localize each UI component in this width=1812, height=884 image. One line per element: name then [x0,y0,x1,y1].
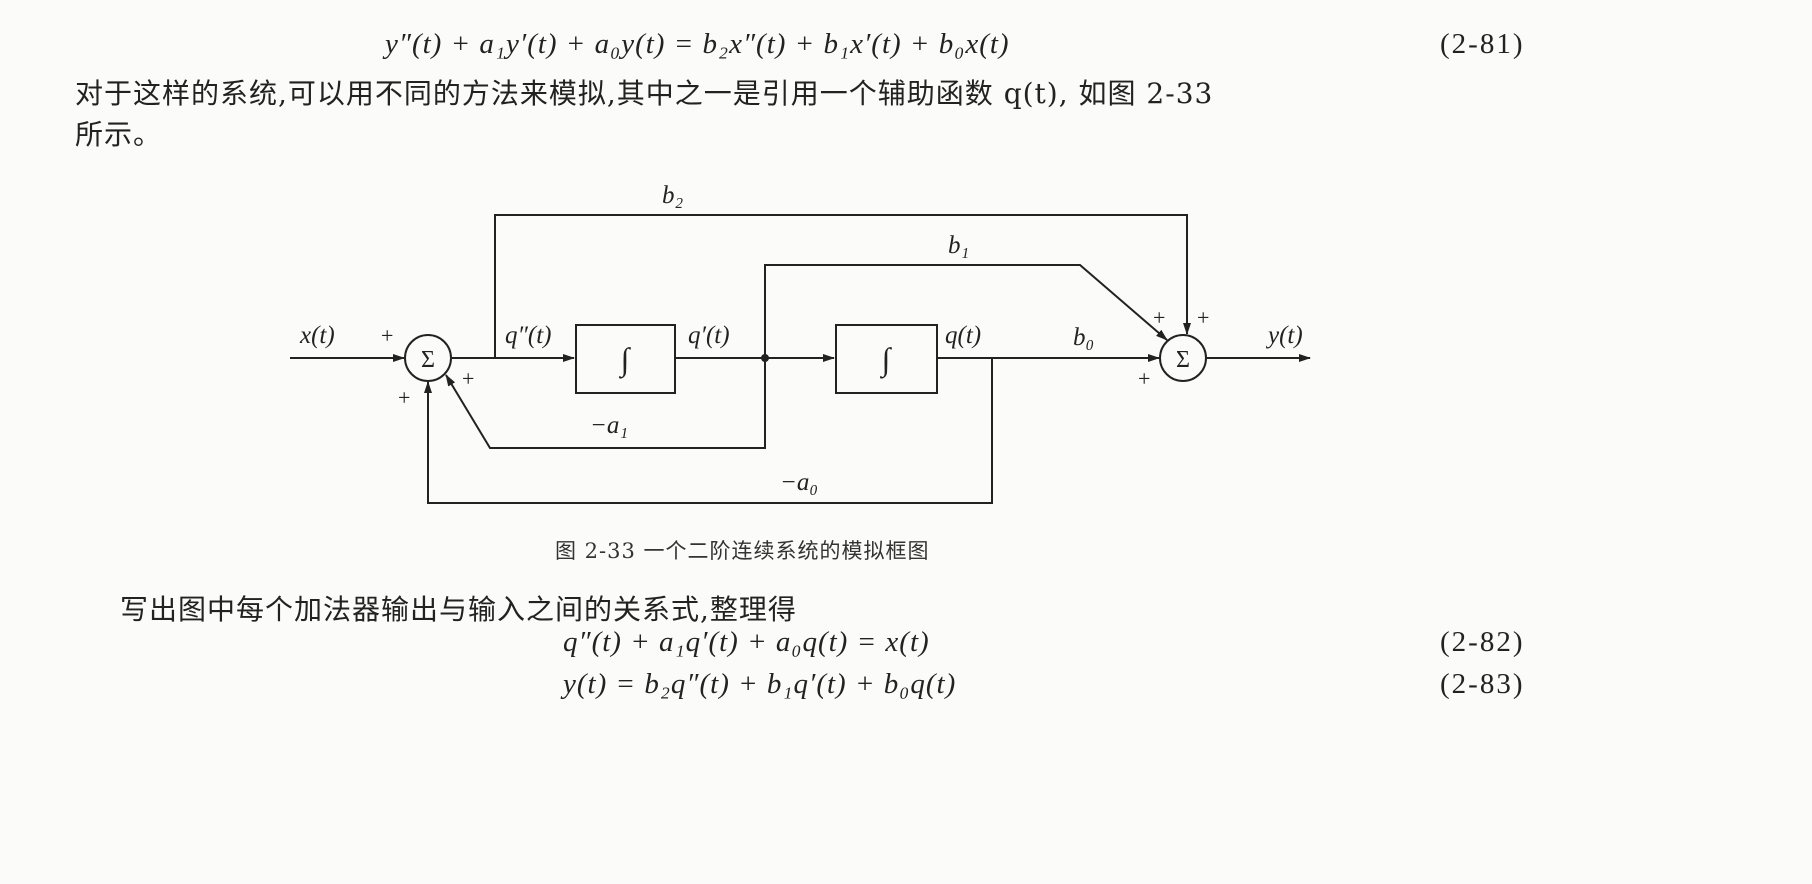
figure-caption: 图 2-33 一个二阶连续系统的模拟框图 [555,539,930,563]
label-output: y(t) [1265,322,1303,349]
equation-number-2-83: (2-83) [1440,668,1525,700]
label-q0: q(t) [945,322,981,349]
label-b0: b₀ [1073,324,1094,351]
junction-dot [761,354,769,362]
equation-2-83: y(t) = b₂q″(t) + b₁q′(t) + b₀q(t) [563,668,957,700]
plus-sign: + [462,366,474,391]
label-neg-a0: −a₀ [780,469,818,496]
sigma-symbol: Σ [1176,347,1190,373]
paragraph-line: 所示。 [75,118,163,151]
label-b2: b₂ [662,182,684,209]
label-q2: q″(t) [505,322,552,349]
plus-sign: + [1197,305,1209,330]
label-q1: q′(t) [688,322,730,349]
integral-symbol: ∫ [880,341,893,379]
plus-sign: + [1138,366,1150,391]
equation-number-2-81: (2-81) [1440,28,1525,60]
integral-symbol: ∫ [619,341,632,379]
a0-feedback-path [424,358,993,504]
a1-feedback-path [445,358,766,449]
b2-path [494,214,1191,358]
plus-sign: + [398,385,410,410]
paragraph-line: 写出图中每个加法器输出与输入之间的关系式,整理得 [120,593,797,626]
b1-path [764,264,1168,358]
equation-2-82: q″(t) + a₁q′(t) + a₀q(t) = x(t) [563,626,930,658]
label-input: x(t) [299,322,335,349]
label-neg-a1: −a₁ [590,412,628,439]
equation-2-81: y″(t) + a₁y′(t) + a₀y(t) = b₂x″(t) + b₁x… [385,28,1010,60]
plus-sign: + [1153,305,1165,330]
equation-number-2-82: (2-82) [1440,626,1525,658]
sigma-symbol: Σ [421,347,435,373]
plus-sign: + [381,323,393,348]
label-b1: b₁ [948,232,969,259]
paragraph-line: 对于这样的系统,可以用不同的方法来模拟,其中之一是引用一个辅助函数 q(t), … [75,77,1214,110]
